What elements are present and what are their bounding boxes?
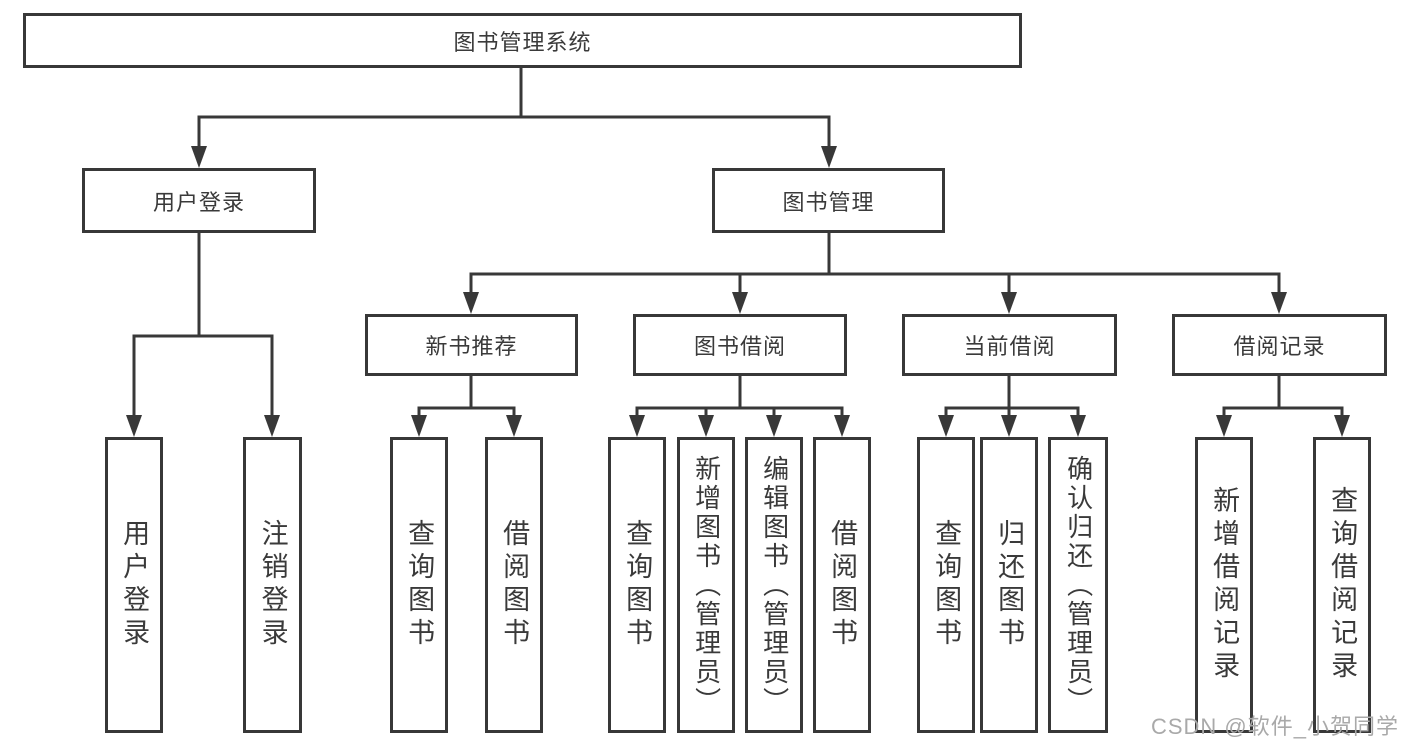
arrowhead-down-icon — [1271, 292, 1287, 314]
arrowhead-down-icon — [766, 415, 782, 437]
connector-newbook-to-leaves — [411, 376, 522, 437]
leaf-user-login: 用户登录 — [105, 437, 163, 733]
leaf-edit-books-admin: 编辑图书（管理员） — [745, 437, 803, 733]
leaf-add-books-admin: 新增图书（管理员） — [677, 437, 735, 733]
arrowhead-down-icon — [732, 292, 748, 314]
arrowhead-down-icon — [629, 415, 645, 437]
node-label: 查询图书 — [931, 519, 962, 651]
leaf-query-books: 查询图书 — [917, 437, 975, 733]
connector-mgmt-to-level3 — [463, 233, 1287, 314]
arrowhead-down-icon — [1070, 415, 1086, 437]
node-label: 查询借阅记录 — [1327, 486, 1358, 684]
node-new-book-recommend: 新书推荐 — [365, 314, 578, 376]
node-label: 确认归还（管理员） — [1063, 454, 1094, 716]
node-label: 查询图书 — [622, 519, 653, 651]
node-label: 借阅图书 — [499, 519, 530, 651]
leaf-add-borrow-record: 新增借阅记录 — [1195, 437, 1253, 733]
node-label: 编辑图书（管理员） — [759, 454, 790, 716]
leaf-query-borrow-record: 查询借阅记录 — [1313, 437, 1371, 733]
leaf-borrow-books: 借阅图书 — [485, 437, 543, 733]
arrowhead-down-icon — [1001, 292, 1017, 314]
node-user-login: 用户登录 — [82, 168, 316, 233]
arrowhead-down-icon — [1001, 415, 1017, 437]
arrowhead-down-icon — [821, 146, 837, 168]
arrowhead-down-icon — [411, 415, 427, 437]
connector-login-to-leaves — [126, 233, 280, 437]
leaf-confirm-return-admin: 确认归还（管理员） — [1048, 437, 1108, 733]
arrowhead-down-icon — [264, 415, 280, 437]
connector-records-to-leaves — [1216, 376, 1350, 437]
node-label: 查询图书 — [404, 519, 435, 651]
node-library-management-system: 图书管理系统 — [23, 13, 1022, 68]
node-label: 用户登录 — [119, 519, 150, 651]
connector-current-to-leaves — [938, 376, 1086, 437]
arrowhead-down-icon — [938, 415, 954, 437]
node-label: 归还图书 — [994, 519, 1025, 651]
node-book-management: 图书管理 — [712, 168, 945, 233]
node-label: 注销登录 — [257, 519, 288, 651]
node-label: 图书借阅 — [693, 334, 786, 359]
node-book-borrowing: 图书借阅 — [633, 314, 847, 376]
node-borrowing-records: 借阅记录 — [1172, 314, 1387, 376]
arrowhead-down-icon — [834, 415, 850, 437]
node-label: 借阅记录 — [1233, 334, 1326, 359]
arrowhead-down-icon — [506, 415, 522, 437]
leaf-return-books: 归还图书 — [980, 437, 1038, 733]
node-label: 新增图书（管理员） — [691, 454, 722, 716]
node-label: 新增借阅记录 — [1209, 486, 1240, 684]
arrowhead-down-icon — [126, 415, 142, 437]
leaf-query-books: 查询图书 — [390, 437, 448, 733]
csdn-watermark: CSDN @软件_小贺同学 — [1150, 714, 1399, 739]
connector-root-to-level2 — [191, 68, 837, 168]
arrowhead-down-icon — [1216, 415, 1232, 437]
node-label: 新书推荐 — [425, 334, 518, 359]
arrowhead-down-icon — [463, 292, 479, 314]
arrowhead-down-icon — [1334, 415, 1350, 437]
leaf-query-books: 查询图书 — [608, 437, 666, 733]
node-label: 借阅图书 — [827, 519, 858, 651]
node-current-borrowing: 当前借阅 — [902, 314, 1117, 376]
leaf-logout: 注销登录 — [243, 437, 302, 733]
connector-borrow-to-leaves — [629, 376, 850, 437]
arrowhead-down-icon — [698, 415, 714, 437]
node-label: 图书管理 — [782, 189, 875, 215]
node-label: 用户登录 — [152, 189, 245, 215]
node-label: 当前借阅 — [963, 334, 1056, 359]
arrowhead-down-icon — [191, 146, 207, 168]
leaf-borrow-books: 借阅图书 — [813, 437, 871, 733]
node-label: 图书管理系统 — [453, 29, 592, 55]
